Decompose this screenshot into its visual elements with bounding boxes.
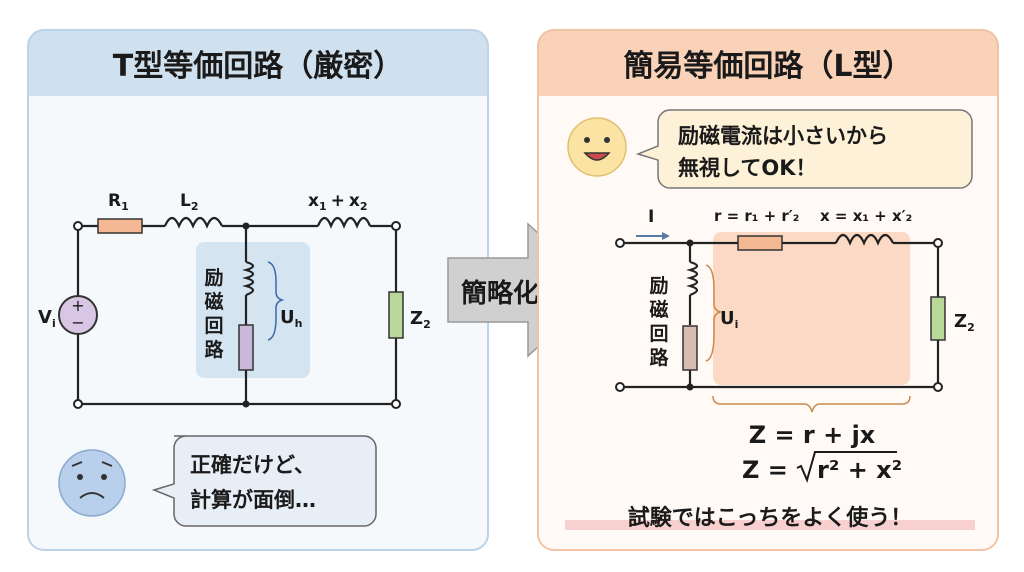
- footer-highlight: [565, 520, 975, 530]
- resistor-shunt: [238, 324, 254, 371]
- brace-icon: [267, 261, 285, 341]
- right-panel: 簡易等価回路（L型） 励磁電流は小さいから 無視してOK！ I r = r₁ +…: [537, 29, 999, 551]
- excitation-highlight: [196, 242, 310, 378]
- left-speech-bubble: 正確だけど、 計算が面倒…: [151, 435, 377, 527]
- shunt-label-left: 励 磁 回 路: [204, 267, 224, 361]
- left-title: T型等価回路（厳密）: [113, 49, 403, 84]
- svg-text:Ui: Ui: [720, 308, 738, 331]
- svg-text:磁: 磁: [204, 290, 223, 313]
- svg-text:L2: L2: [180, 191, 199, 213]
- right-title: 簡易等価回路（L型）: [623, 49, 912, 84]
- svg-text:無視してOK！: 無視してOK！: [678, 156, 817, 180]
- load-z2: [388, 291, 404, 339]
- resistor-r: [737, 235, 783, 251]
- svg-text:I: I: [648, 207, 654, 227]
- svg-text:回: 回: [204, 315, 223, 337]
- sad-face-icon: [58, 449, 126, 517]
- right-header: [538, 30, 998, 96]
- svg-text:正確だけど、: 正確だけど、: [190, 453, 315, 477]
- svg-text:路: 路: [649, 346, 669, 369]
- svg-text:Vi: Vi: [38, 307, 56, 330]
- svg-text:x = x₁ + x′₂: x = x₁ + x′₂: [820, 207, 912, 225]
- inductor-l2: [163, 216, 223, 229]
- svg-text:計算が面倒…: 計算が面倒…: [190, 488, 316, 512]
- resistor-r1: [97, 218, 143, 234]
- sqrt-icon: [796, 451, 897, 483]
- svg-text:回: 回: [649, 323, 668, 345]
- footer-note: 試験ではこっちをよく使う！: [628, 505, 912, 531]
- svg-text:励磁電流は小さいから: 励磁電流は小さいから: [678, 124, 888, 148]
- voltage-source-icon: [58, 295, 98, 335]
- svg-text:路: 路: [204, 338, 224, 361]
- svg-text:R1: R1: [108, 191, 129, 213]
- right-speech-bubble: 励磁電流は小さいから 無視してOK！: [635, 109, 973, 189]
- svg-text:−: −: [71, 313, 84, 332]
- svg-text:Z2: Z2: [954, 311, 975, 334]
- svg-text:Uh: Uh: [280, 307, 302, 330]
- svg-text:Z =: Z =: [742, 456, 788, 484]
- left-header: [28, 30, 488, 96]
- inductor-x1x2: [316, 216, 372, 229]
- inductor-shunt-right: [685, 260, 699, 297]
- series-impedance-highlight: [713, 232, 910, 385]
- current-arrow-icon: [662, 232, 670, 240]
- happy-face-icon: [567, 117, 627, 177]
- shunt-label-right: 励 磁 回 路: [649, 275, 669, 369]
- svg-text:励: 励: [204, 267, 223, 289]
- svg-text:r = r₁ + r′₂: r = r₁ + r′₂: [714, 207, 799, 225]
- brace-icon: [705, 264, 723, 362]
- svg-text:x1+x2: x1+x2: [308, 191, 368, 213]
- formula-complex: Z = r + jx: [749, 421, 876, 449]
- inductor-x: [834, 233, 894, 246]
- formula-magnitude: Z = r² + x²: [742, 451, 902, 484]
- svg-text:r² + x²: r² + x²: [817, 456, 902, 484]
- load-z2-right: [930, 296, 946, 341]
- brace-icon: [712, 395, 911, 413]
- svg-text:磁: 磁: [649, 298, 668, 321]
- left-panel: T型等価回路（厳密） + − R1 L2 x1+x2 Vi Uh Z2 励 磁 …: [27, 29, 489, 551]
- svg-text:励: 励: [649, 275, 668, 297]
- svg-text:Z2: Z2: [410, 308, 431, 331]
- resistor-shunt-right: [682, 325, 698, 371]
- inductor-shunt: [241, 260, 255, 297]
- svg-text:簡略化: 簡略化: [461, 278, 539, 309]
- svg-text:+: +: [71, 296, 84, 315]
